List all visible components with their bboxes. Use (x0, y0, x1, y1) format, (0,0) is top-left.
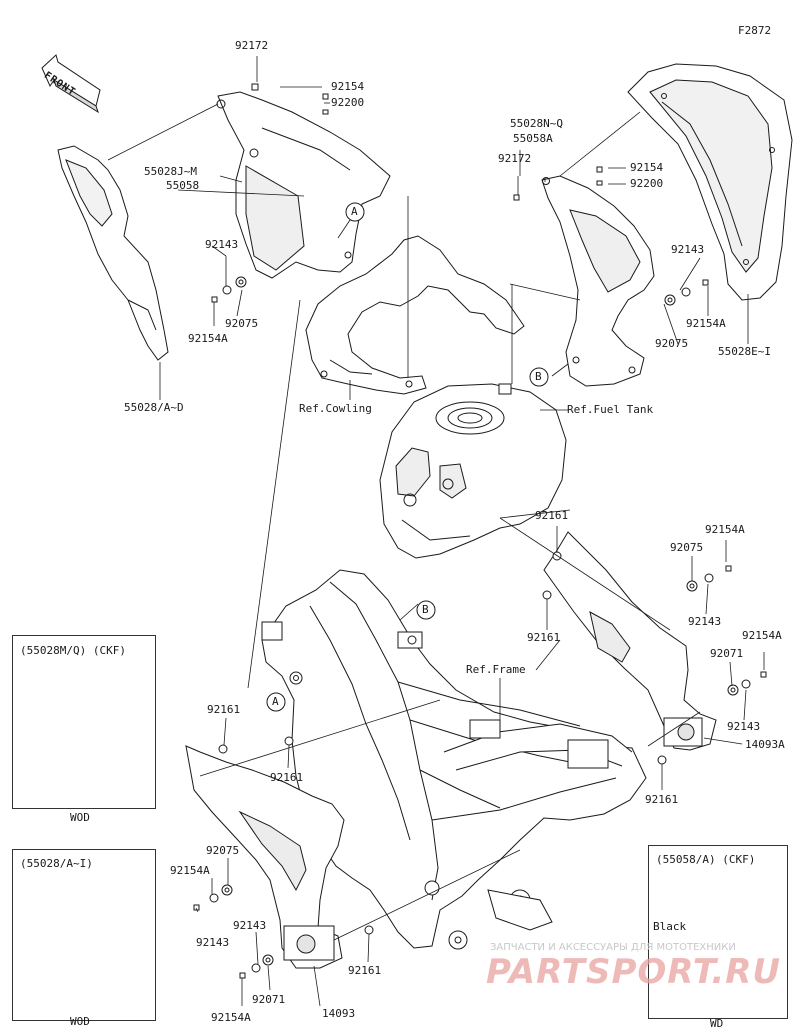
part-number: 92172 (235, 39, 269, 52)
figure-code: F2872 (738, 24, 772, 37)
inset-box-55028ai (12, 849, 156, 1021)
leader-lines (107, 56, 765, 1007)
part-number: 92172 (498, 152, 532, 165)
callout-a-upper: A (351, 205, 358, 218)
part-number: 92143 (205, 238, 239, 251)
fastener-icons (193, 83, 767, 979)
inset-2-footer: WOD (70, 1015, 90, 1028)
part-number: 92154A (188, 332, 228, 345)
inset-1-title: (55028M/Q) (CKF) (20, 644, 126, 657)
part-number: 55028N~Q (510, 117, 563, 130)
inner-cover-right-part (541, 175, 655, 387)
part-number: 92154A (170, 864, 210, 877)
inner-cover-left-part (216, 91, 391, 279)
callout-b-lower: B (422, 603, 429, 616)
part-number: 14093 (322, 1007, 356, 1020)
part-number: 92161 (527, 631, 561, 644)
part-number: 92161 (348, 964, 382, 977)
inset-box-55028mq (12, 635, 156, 809)
callout-a-lower: A (272, 695, 279, 708)
inset-3-footer: WD (710, 1017, 724, 1030)
part-number: 92143 (688, 615, 722, 628)
part-number: 55028J~M (144, 165, 197, 178)
ref-cowling-label: Ref.Cowling (299, 402, 372, 415)
part-number: 92143 (671, 243, 705, 256)
part-number: 92161 (207, 703, 241, 716)
part-number: 92075 (670, 541, 704, 554)
left-lower-panel-part (185, 745, 345, 969)
part-number: 92154A (705, 523, 745, 536)
callout-circles (266, 202, 549, 712)
part-number: 92075 (655, 337, 689, 350)
part-number: 92071 (252, 993, 286, 1006)
part-number: 92161 (535, 509, 569, 522)
inset-2-title: (55028/A~I) (20, 857, 93, 870)
part-number: 92154 (630, 161, 664, 174)
part-number: 92161 (270, 771, 304, 784)
inset-1-footer: WOD (70, 811, 90, 824)
inset-box-55058a (648, 845, 788, 1019)
ref-fuel-tank-label: Ref.Fuel Tank (567, 403, 654, 416)
left-side-panel-part (57, 145, 169, 361)
part-number: 55058 (166, 179, 200, 192)
part-number: 92154A (211, 1011, 251, 1024)
ref-frame-label: Ref.Frame (466, 663, 526, 676)
watermark-caption: ЗАПЧАСТИ И АКСЕССУАРЫ ДЛЯ МОТОТЕХНИКИ (490, 942, 736, 953)
fuel-tank-reference-part (379, 383, 567, 559)
part-number: 55028/A~D (124, 401, 184, 414)
part-number: 14093A (745, 738, 785, 751)
part-number: 92200 (630, 177, 664, 190)
part-number: 92161 (645, 793, 679, 806)
front-arrow-icon (41, 54, 101, 114)
part-number: 92154A (686, 317, 726, 330)
part-number: 55058A (513, 132, 553, 145)
callout-b-upper: B (535, 370, 542, 383)
part-number: 92143 (727, 720, 761, 733)
part-number: 92200 (331, 96, 365, 109)
part-number: 92143 (233, 919, 267, 932)
part-number: 55028E~I (718, 345, 771, 358)
right-front-cover-part (627, 63, 793, 301)
cowling-reference-part (305, 235, 525, 395)
part-number: 92154 (331, 80, 365, 93)
part-number: 92143 (196, 936, 230, 949)
inset-3-note: Black (653, 920, 687, 933)
right-lower-panel-part (543, 531, 717, 751)
part-number: 92154A (742, 629, 782, 642)
part-number: 92075 (225, 317, 259, 330)
part-number: 92075 (206, 844, 240, 857)
watermark-logo: PARTSPORT.RU (486, 952, 782, 992)
part-number: 92071 (710, 647, 744, 660)
inset-3-title: (55058/A) (CKF) (656, 853, 756, 866)
